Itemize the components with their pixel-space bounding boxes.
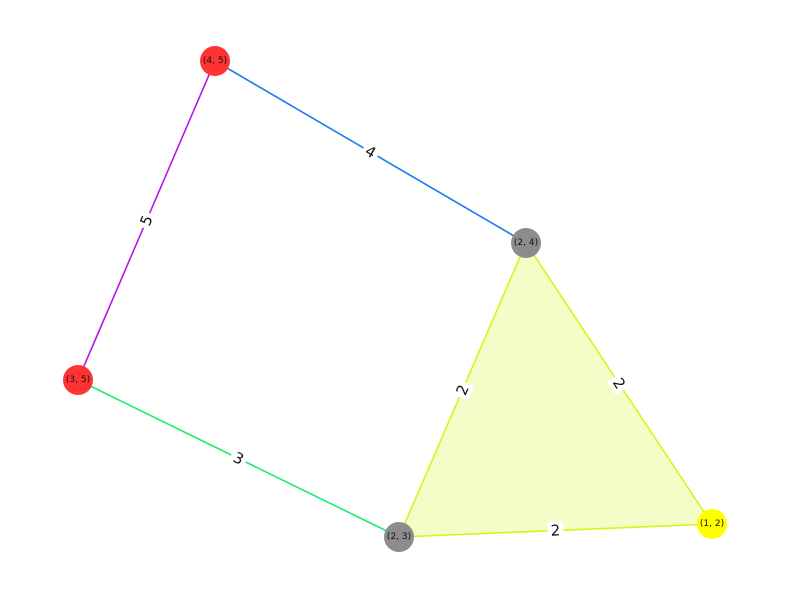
node-label: (2, 4) bbox=[514, 238, 538, 248]
nodes-group: (4, 5) (3, 5) (2, 4) (2, 3) (1, 2) bbox=[63, 46, 727, 552]
edge-weight-label: 2 bbox=[550, 521, 560, 539]
node-n12 bbox=[697, 509, 727, 539]
node-label: (2, 3) bbox=[387, 532, 411, 542]
edge-label-background bbox=[359, 140, 382, 164]
node-n45 bbox=[200, 46, 230, 76]
edge-label-background bbox=[607, 371, 631, 396]
edge-label-background bbox=[451, 379, 474, 401]
node-n35 bbox=[63, 365, 93, 395]
node-n24 bbox=[511, 228, 541, 258]
node-n23 bbox=[384, 522, 414, 552]
node-label: (3, 5) bbox=[66, 375, 90, 385]
highlighted-triangle-region bbox=[399, 243, 712, 537]
edge-label-background bbox=[135, 209, 158, 232]
edge-label-background bbox=[227, 446, 250, 471]
node-label: (4, 5) bbox=[203, 56, 227, 66]
edge-label-background bbox=[547, 521, 564, 540]
node-label: (1, 2) bbox=[700, 519, 724, 529]
